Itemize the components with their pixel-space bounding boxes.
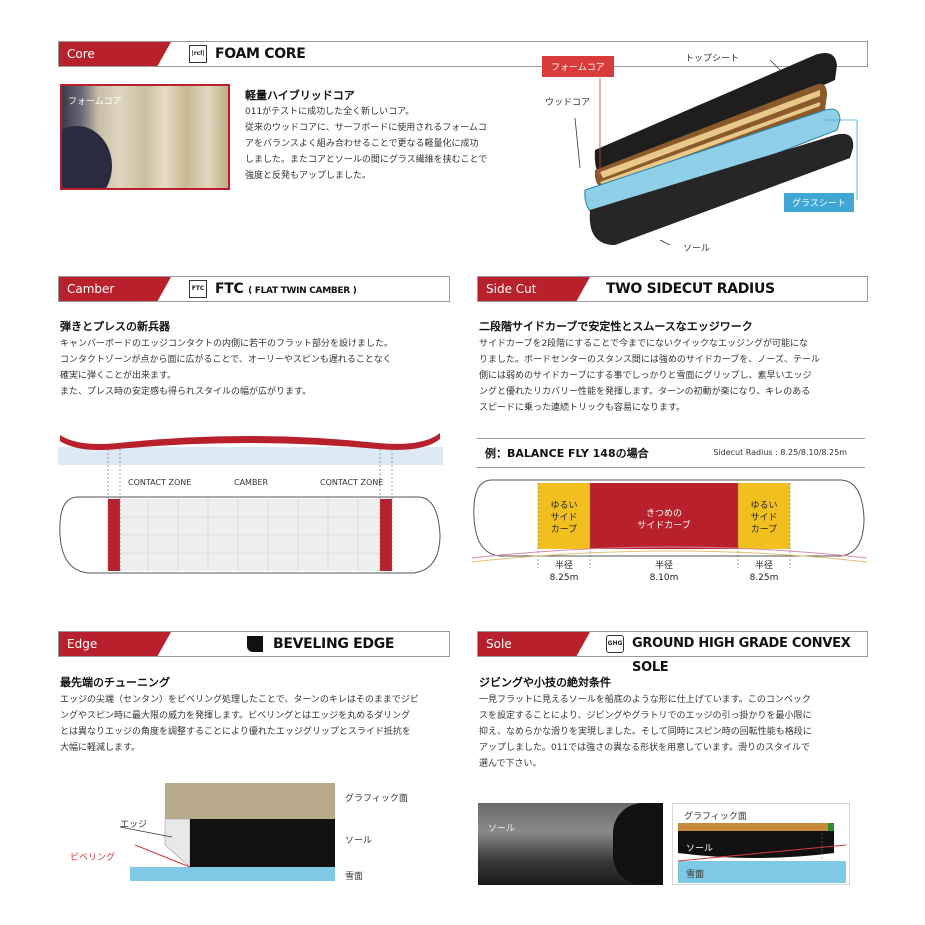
foam-core-label: フォームコア: [542, 56, 614, 77]
core-title: FOAM CORE: [215, 46, 306, 62]
sole-tag: Sole: [478, 632, 590, 656]
sole-block: [190, 819, 335, 867]
edge-snow-label: 雪面: [345, 872, 364, 882]
camber-title: FTC ( FLAT TWIN CAMBER ): [215, 281, 357, 297]
camber-header: Camber FTC FTC ( FLAT TWIN CAMBER ): [58, 276, 450, 302]
sole-base-layer: [678, 831, 834, 858]
core-tag: Core: [59, 42, 171, 66]
sidecut-title: TWO SIDECUT RADIUS: [606, 281, 775, 297]
loose-curve-label-left: ゆるいサイドカーブ: [550, 501, 578, 535]
tight-curve-label: きつめのサイドカーブ: [637, 509, 691, 531]
graphic-label: グラフィック面: [345, 794, 408, 804]
core-layer-diagram: [574, 52, 858, 246]
sole-snow-label: 雪面: [686, 870, 705, 880]
sidecut-example-bar: 例：BALANCE FLY 148の場合 Sidecut Radius : 8.…: [477, 438, 865, 468]
sidecut-example-title: 例：BALANCE FLY 148の場合: [485, 447, 649, 460]
top-sheet-label: トップシート: [685, 54, 740, 64]
edge-heading: 最先端のチューニング: [60, 676, 170, 689]
sole-photo: ソール: [478, 803, 663, 885]
sole-graphic-layer: [678, 823, 828, 831]
sidecut-text: サイドカーブを2段階にすることで今までにないクイックなエッジングが可能になりまし…: [479, 339, 820, 413]
edge-title: BEVELING EDGE: [273, 636, 395, 652]
sidecut-tag: Side Cut: [478, 277, 590, 301]
foam-core-icon: |rcl|: [189, 45, 207, 63]
sole-snow-surface: [678, 861, 846, 883]
ghg-icon: GHG: [606, 635, 624, 653]
sole-photo-label: ソール: [488, 824, 516, 834]
camber-board-profile: [60, 433, 440, 450]
sole-label: ソール: [683, 244, 711, 254]
camber-text: キャンバーボードのエッジコンタクトの内側に若干のフラット部分を設けました。コンタ…: [60, 339, 394, 397]
edge-text: エッジの尖端（センタン）をビベリング処理したことで、ターンのキレはそのままでジビ…: [60, 695, 419, 753]
ftc-icon: FTC: [189, 280, 207, 298]
graphic-layer: [165, 783, 335, 819]
sidecut-radius-note: Sidecut Radius : 8.25/8.10/8.25m: [713, 448, 847, 457]
glass-sheet-label: グラスシート: [784, 193, 854, 212]
sole-base-label: ソール: [686, 844, 714, 854]
sole-layer: [589, 133, 854, 245]
camber-zone: CAMBER: [234, 478, 269, 487]
sidecut-header: Side Cut TWO SIDECUT RADIUS: [477, 276, 868, 302]
sole-title: GROUND HIGH GRADE CONVEX SOLE: [632, 636, 851, 675]
edge-tag: Edge: [59, 632, 171, 656]
camber-tag: Camber: [59, 277, 171, 301]
sole-header: Sole GHG GROUND HIGH GRADE CONVEX SOLE: [477, 631, 868, 675]
camber-heading: 弾きとプレスの新兵器: [60, 320, 170, 333]
edge-layer: [164, 818, 191, 868]
loose-curve-label-right: ゆるいサイドカーブ: [750, 501, 778, 535]
contact-zone-right: CONTACT ZONE: [320, 478, 384, 487]
sidecut-heading: 二段階サイドカーブで安定性とスムースなエッジワーク: [479, 320, 753, 333]
camber-diagram: [58, 433, 443, 574]
sole-heading: ジビングや小技の絶対条件: [479, 676, 611, 689]
core-text: 011がテストに成功した全く新しいコア。従来のウッドコアに、サーフボードに使用さ…: [245, 107, 488, 181]
sidecut-diagram: [472, 479, 867, 568]
edge-label: エッジ: [120, 820, 148, 830]
tight-curve-center: [590, 483, 738, 549]
edge-diagram: [119, 783, 335, 881]
core-heading: 軽量ハイブリッドコア: [245, 89, 355, 102]
sole-diagram: [672, 803, 850, 885]
sole-graphic-label: グラフィック面: [684, 812, 747, 822]
edge-sole-label: ソール: [345, 836, 373, 846]
beveling-label: ビベリング: [70, 853, 116, 863]
contact-zone-left: CONTACT ZONE: [128, 478, 192, 487]
sole-text: 一見フラットに見えるソールを船底のような形に仕上げています。このコンベックスを設…: [479, 695, 812, 769]
glass-sheet-layer: [584, 108, 841, 219]
foam-photo-label: フォームコア: [68, 97, 122, 107]
loose-curve-nose: [538, 483, 590, 549]
beveling-edge-icon: [247, 636, 263, 652]
loose-curve-tail: [738, 483, 790, 549]
core-header: Core |rcl| FOAM CORE: [58, 41, 868, 67]
snow-surface: [130, 867, 335, 881]
edge-header: Edge BEVELING EDGE: [58, 631, 450, 657]
wood-core-label: ウッドコア: [545, 98, 591, 108]
foam-core-photo: フォームコア: [60, 84, 230, 190]
